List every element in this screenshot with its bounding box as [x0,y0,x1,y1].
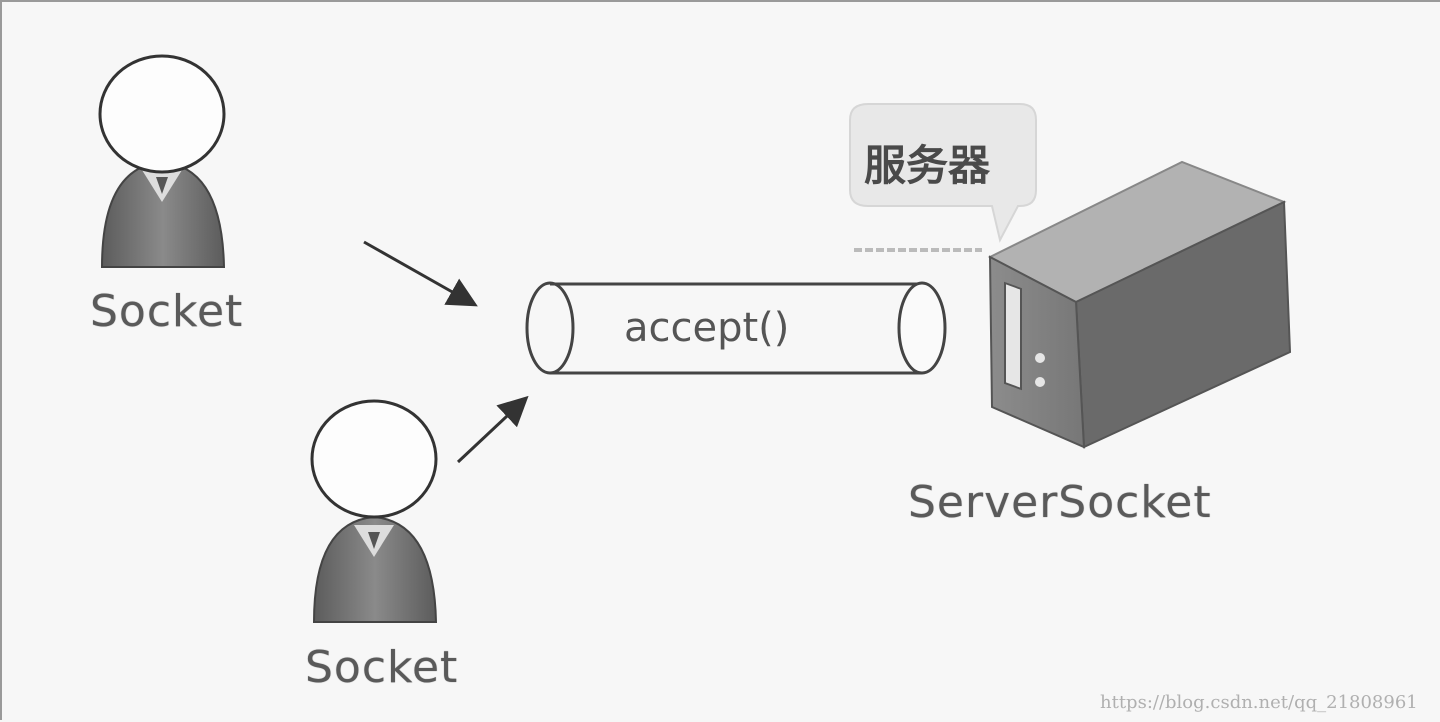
accept-pipe [525,281,947,375]
accept-label: accept() [624,305,790,351]
server-bubble-text: 服务器 [864,141,991,190]
watermark: https://blog.csdn.net/qq_21808961 [1100,692,1418,713]
client-socket-label: Socket [305,642,459,693]
client-socket-label: Socket [90,286,244,337]
server-speech-bubble [849,103,1037,252]
connect-arrow [456,395,529,464]
server-icon [987,160,1292,449]
client-person-icon [98,54,226,268]
client-person-icon [310,399,438,623]
server-socket-label: ServerSocket [908,477,1212,528]
connect-arrow [363,240,478,307]
